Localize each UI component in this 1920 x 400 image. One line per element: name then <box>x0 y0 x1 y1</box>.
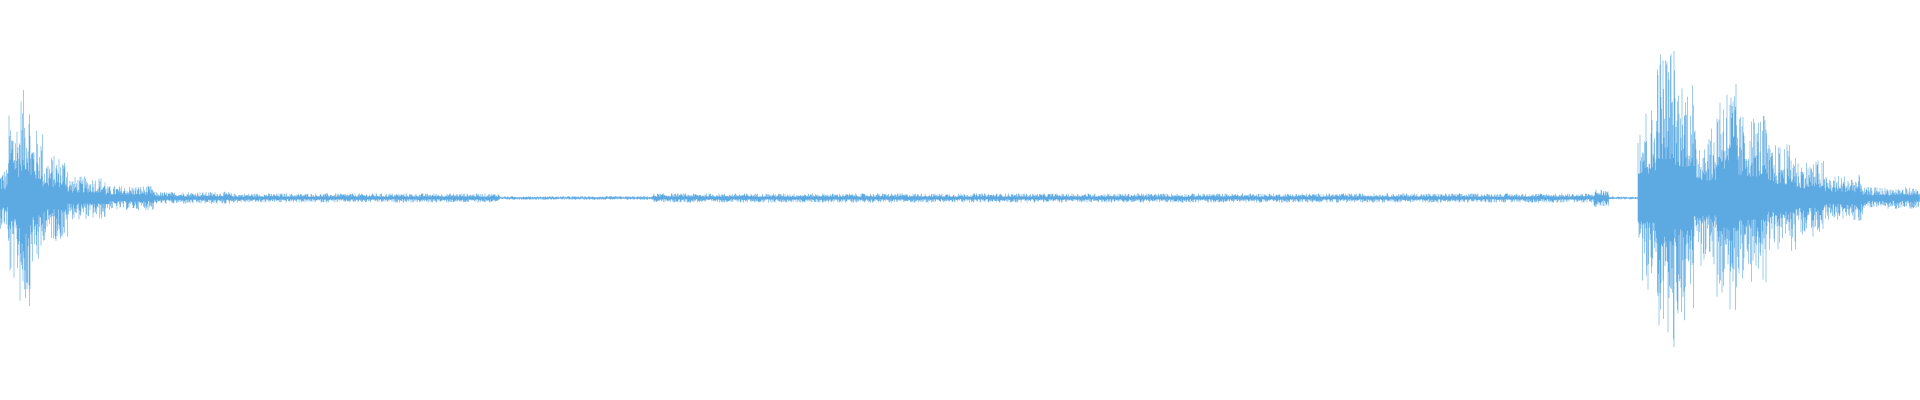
waveform-trace <box>0 51 1920 348</box>
